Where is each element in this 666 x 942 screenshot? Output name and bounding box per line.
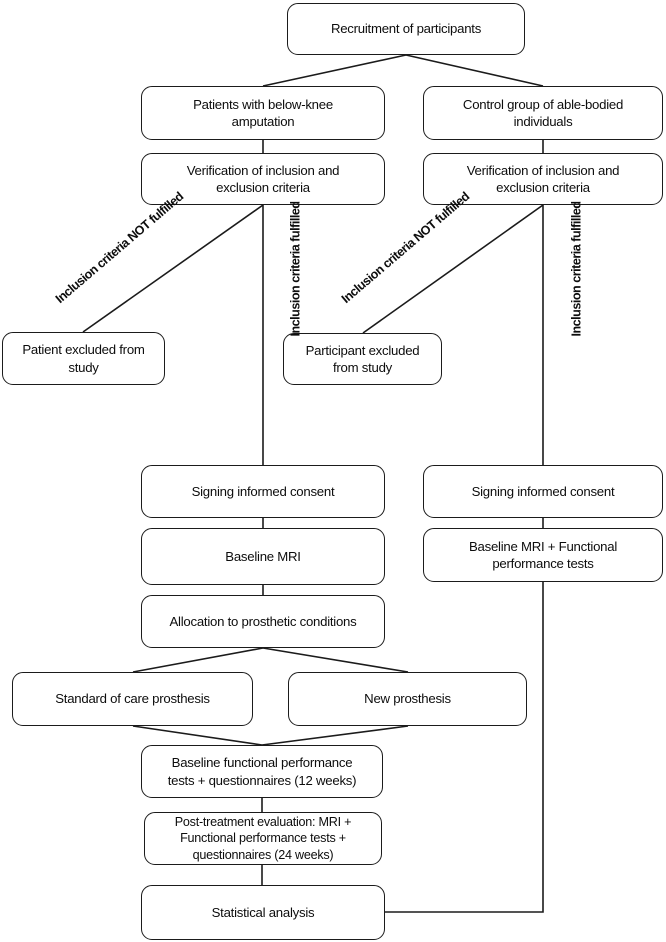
edge-label-right-fulfilled: Inclusion criteria fulfilled: [569, 201, 584, 337]
node-baseline-functional-label: Baseline functional performance tests + …: [167, 755, 357, 788]
node-baseline-mri-label: Baseline MRI: [225, 548, 301, 564]
node-patients-bka-label: Patients with below-knee amputation: [193, 96, 333, 129]
edge-recruitment-to-control: [405, 54, 544, 87]
node-allocation-label: Allocation to prosthetic conditions: [169, 613, 357, 629]
node-statistical-analysis[interactable]: Statistical analysis: [141, 885, 385, 940]
node-baseline-mri[interactable]: Baseline MRI: [141, 528, 385, 585]
node-verify-right-label: Verification of inclusion and exclusion …: [466, 162, 620, 195]
node-consent-right-label: Signing informed consent: [471, 483, 615, 499]
node-recruitment-label: Recruitment of participants: [330, 21, 482, 37]
node-post-treatment-label: Post-treatment evaluation: MRI + Functio…: [174, 814, 352, 862]
node-patient-excluded-label: Patient excluded from study: [22, 342, 145, 375]
node-baseline-mri-functional-label: Baseline MRI + Functional performance te…: [468, 538, 618, 571]
node-new-prosthesis-label: New prosthesis: [364, 691, 451, 707]
edge-allocation-to-new: [262, 647, 409, 673]
node-patient-excluded[interactable]: Patient excluded from study: [2, 332, 165, 385]
node-allocation[interactable]: Allocation to prosthetic conditions: [141, 595, 385, 648]
node-recruitment[interactable]: Recruitment of participants: [287, 3, 525, 55]
node-patients-bka[interactable]: Patients with below-knee amputation: [141, 86, 385, 140]
node-standard-prosthesis-label: Standard of care prosthesis: [55, 691, 210, 707]
node-new-prosthesis[interactable]: New prosthesis: [288, 672, 527, 726]
edge-mri-functional-to-statistical: [385, 582, 544, 913]
edge-label-right-not-fulfilled: Inclusion criteria NOT fulfilled: [338, 189, 473, 306]
node-baseline-mri-functional[interactable]: Baseline MRI + Functional performance te…: [423, 528, 663, 582]
node-consent-right[interactable]: Signing informed consent: [423, 465, 663, 518]
edge-recruitment-to-patients: [262, 54, 407, 87]
edge-label-left-not-fulfilled: Inclusion criteria NOT fulfilled: [52, 189, 187, 306]
node-consent-left-label: Signing informed consent: [191, 483, 335, 499]
node-consent-left[interactable]: Signing informed consent: [141, 465, 385, 518]
node-verify-right[interactable]: Verification of inclusion and exclusion …: [423, 153, 663, 205]
node-participant-excluded-label: Participant excluded from study: [305, 342, 420, 375]
node-statistical-analysis-label: Statistical analysis: [211, 904, 315, 920]
edge-standard-to-baseline-functional: [132, 725, 263, 746]
edge-label-left-fulfilled: Inclusion criteria fulfilled: [288, 201, 303, 337]
node-post-treatment[interactable]: Post-treatment evaluation: MRI + Functio…: [144, 812, 382, 865]
node-participant-excluded[interactable]: Participant excluded from study: [283, 333, 442, 385]
node-control-group-label: Control group of able-bodied individuals: [462, 96, 624, 129]
node-baseline-functional[interactable]: Baseline functional performance tests + …: [141, 745, 383, 798]
edge-verify-left-to-excluded: [82, 204, 264, 333]
node-control-group[interactable]: Control group of able-bodied individuals: [423, 86, 663, 140]
node-verify-left-label: Verification of inclusion and exclusion …: [186, 162, 340, 195]
node-standard-prosthesis[interactable]: Standard of care prosthesis: [12, 672, 253, 726]
edge-new-to-baseline-functional: [261, 725, 409, 746]
edge-allocation-to-standard: [132, 647, 264, 673]
